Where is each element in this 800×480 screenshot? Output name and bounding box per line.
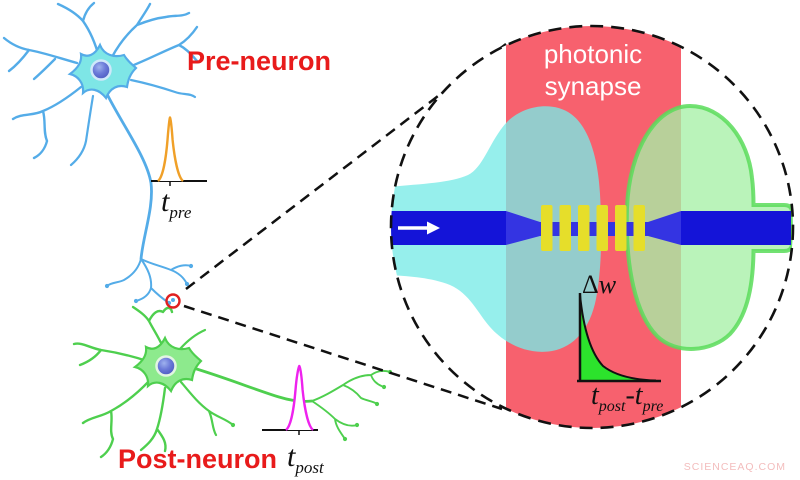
synapse-annotation-circle [165,293,181,309]
pre-neuron-nucleus [90,59,112,81]
pre-spike: tpre [151,116,207,222]
pre-neuron [2,1,199,306]
dendrite-branch [131,305,174,349]
dendrite-branch [129,78,197,99]
post-spike: tpost [262,364,325,477]
waveguide-taper-right [648,211,681,245]
grating-bar [578,205,590,251]
magnifier-label-line1: photonic [544,39,642,69]
stdp-ylabel: Δw [582,270,617,299]
post-neuron-dendrites [72,305,391,459]
dendrite-branch [139,386,167,453]
zoom-guide-line-upper [185,43,507,290]
waveguide-narrow-segment [540,222,648,236]
stdp-plot: Δw tpost-tpre [577,270,663,415]
magnified-synapse-view: photonic synapse Δw tpost-tpre [389,24,795,430]
dendrite-branch [81,377,153,459]
magnifier-label-line2: synapse [545,71,642,101]
post-axon-twigs [311,370,391,440]
pre-neuron-dendrites [2,1,199,304]
grating-bar [596,205,608,251]
dendrite-branch [72,342,149,367]
magnifier-dashed-circle [389,24,795,430]
light-input-arrow [398,221,440,235]
stdp-curve [579,294,657,382]
dendrite-branch [69,94,95,167]
pre-spike-label: tpre [161,185,192,222]
pre-axon-terminal [106,258,192,304]
grating-bar [541,205,553,251]
post-axon [188,365,314,403]
bragg-grating [541,205,645,251]
grating-bar [633,205,645,251]
pre-axon [105,92,153,261]
dendrite-branch [178,328,207,351]
watermark: SCIENCEAQ.COM [684,461,786,473]
stdp-curve-fill [580,295,656,381]
waveguide-taper-left [506,211,540,245]
post-spike-label: tpost [287,440,325,477]
dendrite-branch [56,1,101,59]
waveguide-output-segment [681,211,791,245]
post-spike-waveform [285,364,314,431]
post-neuron [72,305,393,459]
waveguide [391,211,791,245]
grating-bar [559,205,571,251]
grating-bar [615,205,627,251]
dendrite-branch [11,85,83,160]
stdp-xlabel: tpost-tpre [591,380,663,415]
pre-spike-waveform [157,116,184,182]
post-neuron-label: Post-neuron [118,444,277,474]
dendrite-branch [2,36,79,81]
dendrite-branch [179,380,235,437]
post-neuron-nucleus [155,355,177,377]
pre-neuron-label: Pre-neuron [187,46,331,76]
pre-axon-boutons [104,263,194,306]
dendrite-branch [110,2,191,59]
zoom-guide-line-lower [183,304,503,411]
